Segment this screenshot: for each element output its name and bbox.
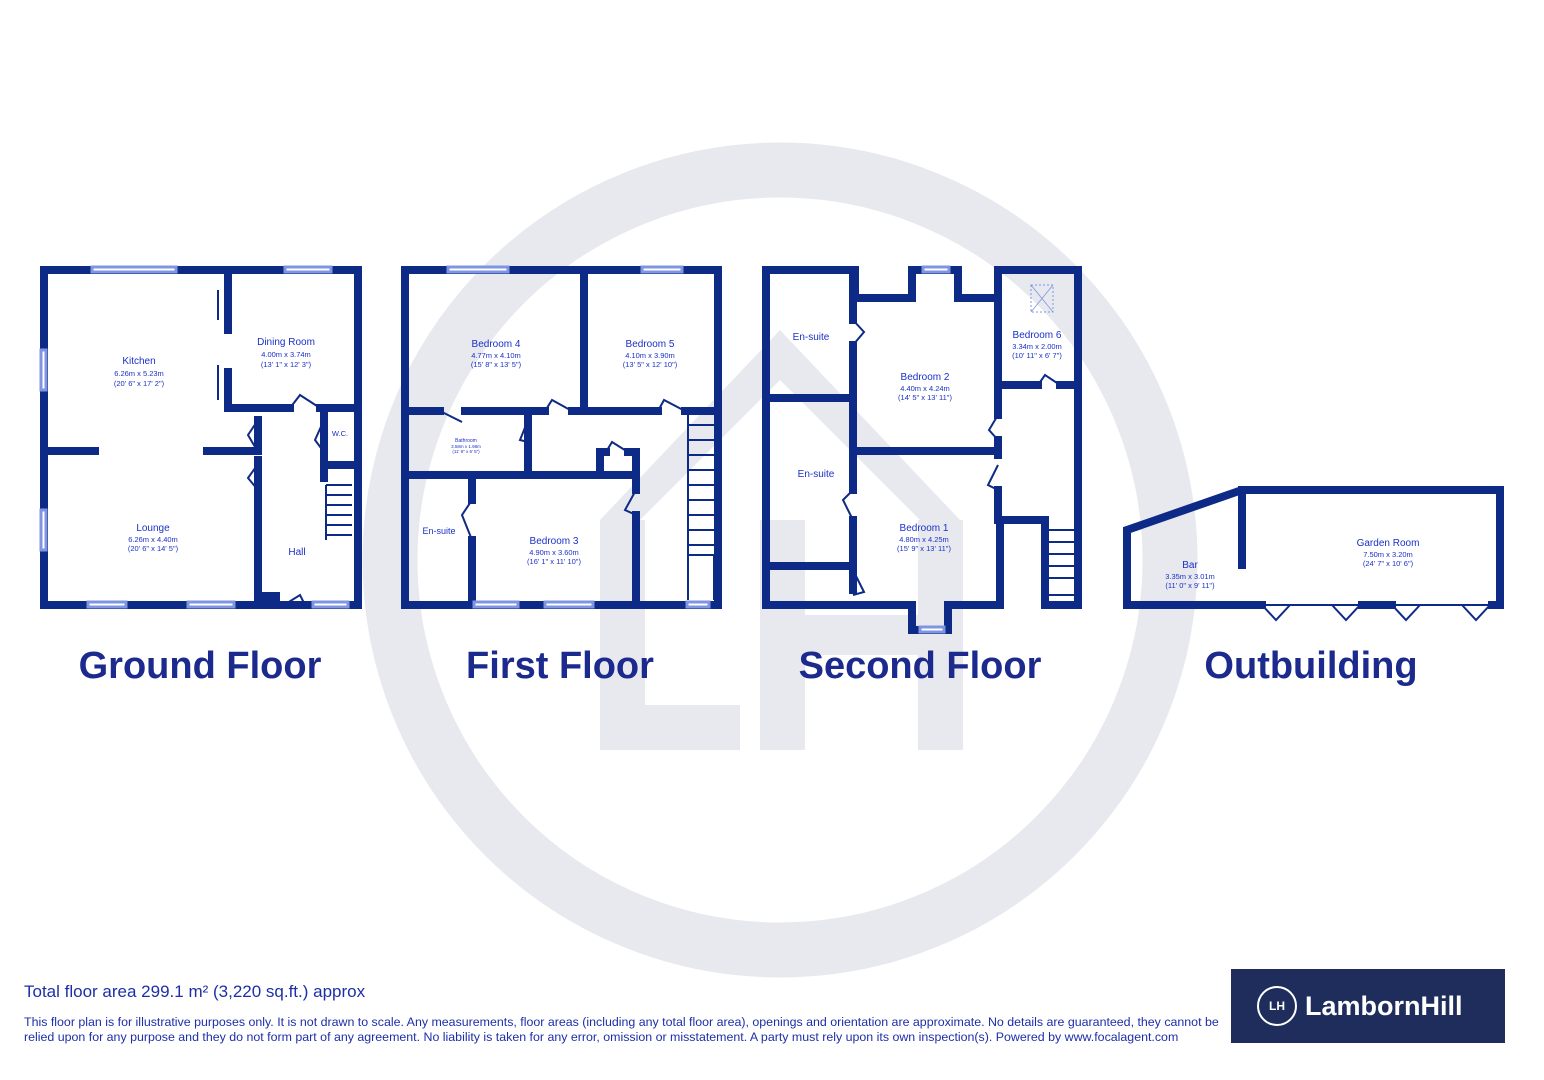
room-name: Bathroom xyxy=(455,438,477,444)
room-name: Hall xyxy=(288,547,305,558)
total-floor-area: Total floor area 299.1 m² (3,220 sq.ft.)… xyxy=(24,982,366,1001)
first-floor-plan: Bedroom 4 4.77m x 4.10m (15' 8" x 13' 5"… xyxy=(401,265,722,609)
room-dimensions-imperial: (16' 1" x 11' 10") xyxy=(527,557,581,566)
room-dimensions-imperial: (15' 9" x 13' 11") xyxy=(897,544,951,553)
room-name: Garden Room xyxy=(1357,538,1420,549)
room-dimensions-metric: 6.26m x 4.40m xyxy=(128,535,178,544)
ground-floor-plan: Kitchen 6.26m x 5.23m (20' 6" x 17' 2") … xyxy=(39,265,362,609)
room-dimensions-imperial: (15' 8" x 13' 5") xyxy=(471,360,522,369)
room-dimensions-imperial: (13' 1" x 12' 3") xyxy=(261,360,312,369)
floor-title: Outbuilding xyxy=(1204,645,1417,687)
disclaimer: This floor plan is for illustrative purp… xyxy=(24,1015,1219,1044)
room-dimensions-metric: 3.35m x 3.01m xyxy=(1165,572,1215,581)
room-name: Bedroom 3 xyxy=(530,536,579,547)
room-dimensions-imperial: (13' 5" x 12' 10") xyxy=(623,360,678,369)
room-dimensions-metric: 4.77m x 4.10m xyxy=(471,351,521,360)
room-dimensions-imperial: (20' 6" x 17' 2") xyxy=(114,379,165,388)
room-name: Bedroom 2 xyxy=(901,372,950,383)
room-name: Bedroom 1 xyxy=(900,523,949,534)
room-dimensions-metric: 6.26m x 5.23m xyxy=(114,369,164,378)
room-name: Dining Room xyxy=(257,337,315,348)
room-name: Bar xyxy=(1182,560,1198,571)
watermark-logo xyxy=(362,142,1198,978)
room-dimensions-metric: 4.10m x 3.90m xyxy=(625,351,675,360)
room-name: En-suite xyxy=(793,332,830,343)
outbuilding-plan: Bar 3.35m x 3.01m (11' 0" x 9' 11") Gard… xyxy=(1123,486,1504,622)
room-dimensions-metric: 4.00m x 3.74m xyxy=(261,350,311,359)
room-dimensions-imperial: (11' 9" x 6' 5") xyxy=(452,449,480,454)
house-logo-icon: LH xyxy=(1257,986,1297,1026)
logo-name: LambornHill xyxy=(1305,990,1463,1021)
room-dimensions-metric: 3.58m x 1.98m xyxy=(451,444,481,449)
room-name: Bedroom 5 xyxy=(626,339,675,350)
room-dimensions-metric: 3.34m x 2.00m xyxy=(1012,342,1062,351)
room-dimensions-metric: 4.40m x 4.24m xyxy=(900,384,950,393)
room-dimensions-imperial: (24' 7" x 10' 6") xyxy=(1363,559,1414,568)
second-floor-plan: En-suite Bedroom 2 4.40m x 4.24m (14' 5"… xyxy=(762,265,1082,634)
room-name: Bedroom 4 xyxy=(472,339,521,350)
room-dimensions-imperial: (20' 6" x 14' 5") xyxy=(128,544,179,553)
room-dimensions-metric: 4.90m x 3.60m xyxy=(529,548,579,557)
room-dimensions-metric: 4.80m x 4.25m xyxy=(899,535,949,544)
floor-title: Second Floor xyxy=(799,645,1042,687)
room-name: W.C. xyxy=(332,429,348,438)
room-name: En-suite xyxy=(798,469,835,480)
room-dimensions-imperial: (11' 0" x 9' 11") xyxy=(1165,581,1215,590)
agency-logo: LH LambornHill xyxy=(1231,969,1505,1043)
room-dimensions-imperial: (14' 5" x 13' 11") xyxy=(898,393,952,402)
room-name: Bedroom 6 xyxy=(1013,330,1062,341)
floor-title: Ground Floor xyxy=(79,645,322,687)
room-dimensions-imperial: (10' 11" x 6' 7") xyxy=(1012,351,1062,360)
room-name: Kitchen xyxy=(122,356,155,367)
room-name: Lounge xyxy=(136,523,170,534)
room-name: En-suite xyxy=(422,526,455,536)
floor-title: First Floor xyxy=(466,645,654,687)
room-dimensions-metric: 7.50m x 3.20m xyxy=(1363,550,1413,559)
